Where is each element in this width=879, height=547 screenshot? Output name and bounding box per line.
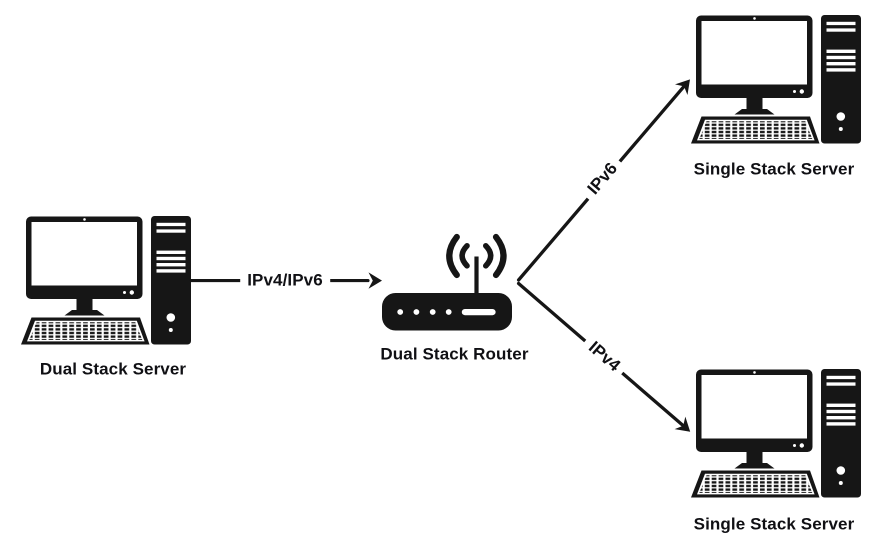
edge-label-ipv4-ipv6: IPv4/IPv6 [240,271,330,290]
router-antenna [474,256,479,297]
node-label-single-stack-server-bottom: Single Stack Server [693,514,855,534]
wifi-signal-icon [446,233,507,279]
arrow-right-icon [368,272,382,289]
desktop-computer-icon-dual-stack-server [21,216,191,345]
desktop-computer-icon-single-stack-server-bottom [691,369,861,498]
wifi-router-icon [382,233,512,331]
node-label-single-stack-server-top: Single Stack Server [693,159,855,179]
node-label-dual-stack-server: Dual Stack Server [39,359,187,379]
node-label-dual-stack-router: Dual Stack Router [380,344,529,364]
desktop-computer-icon-single-stack-server-top [691,15,861,144]
